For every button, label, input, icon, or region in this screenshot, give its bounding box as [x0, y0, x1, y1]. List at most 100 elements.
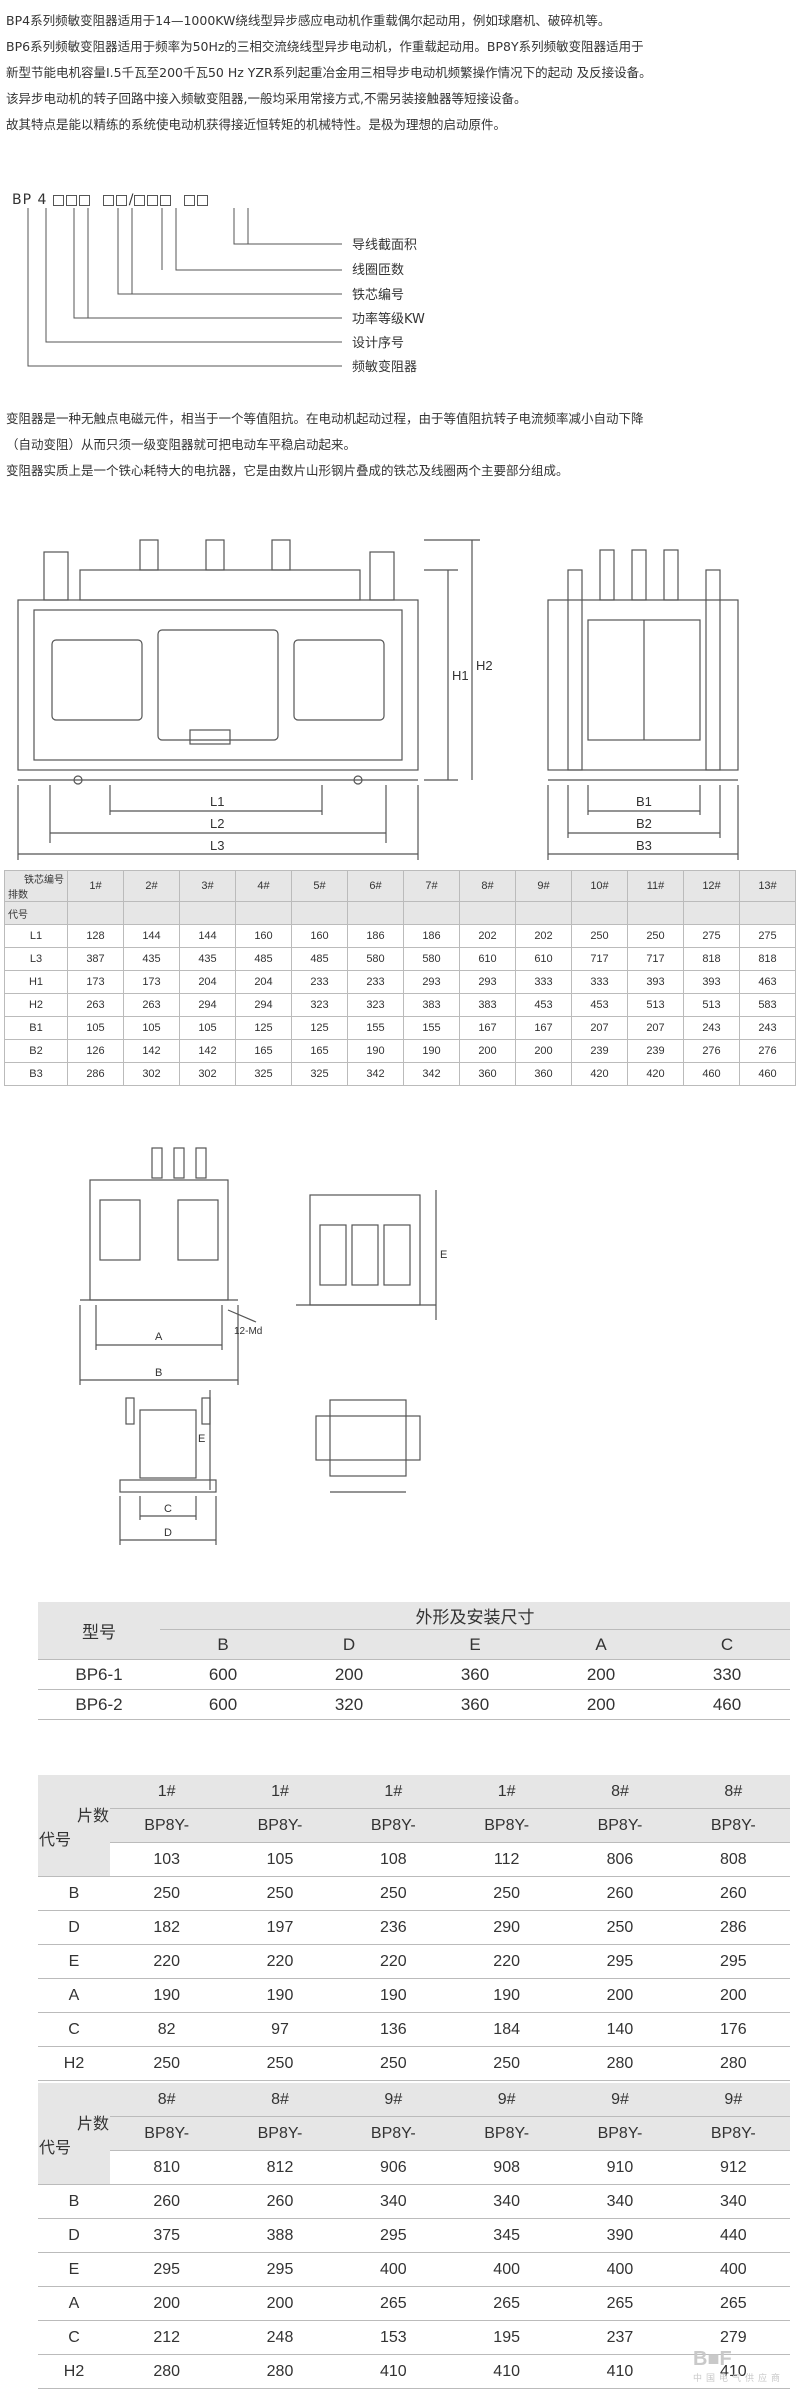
- table-cell: 220: [266, 1952, 294, 1970]
- model-suffix: 912: [719, 2158, 747, 2176]
- corner-top: 铁芯编号: [24, 875, 64, 886]
- table-corner-cell: 片数代号: [38, 2083, 110, 2185]
- description-line: 变阻器是一种无触点电磁元件，相当于一个等值阻抗。在电动机起动过程，由于等值阻抗转…: [6, 411, 644, 426]
- dim-label: H2: [476, 658, 493, 673]
- table-cell: 250: [379, 2054, 407, 2072]
- table-cell: 383: [459, 993, 516, 1017]
- column-header: 1#: [384, 1782, 403, 1800]
- corner-bottom: 代号: [4, 901, 68, 925]
- table-cell: 186: [403, 924, 460, 948]
- table-cell: 200: [459, 1039, 516, 1063]
- table-cell: 320: [334, 1694, 364, 1714]
- column-header: 8#: [611, 1782, 629, 1800]
- table-cell: 388: [266, 2226, 294, 2244]
- column-header: 1#: [67, 870, 124, 902]
- model-code-prefix: BP 4: [12, 192, 48, 208]
- watermark-logo: B■F 中国电气供应商: [693, 2348, 784, 2384]
- table-cell: 212: [153, 2328, 181, 2346]
- dim-label: L2: [210, 816, 224, 831]
- table-cell: 233: [291, 970, 348, 994]
- table-cell: 420: [571, 1062, 628, 1086]
- column-header: 8#: [724, 1782, 743, 1800]
- table-cell: 204: [235, 970, 292, 994]
- row-code: B: [68, 2192, 80, 2210]
- code-label: 设计序号: [352, 336, 405, 351]
- table-cell: 160: [235, 924, 292, 948]
- dim-label: B2: [636, 816, 652, 831]
- table-cell: 265: [606, 2294, 634, 2312]
- table-cell: 142: [123, 1039, 180, 1063]
- column-header: 2#: [123, 870, 180, 902]
- table-cell: 286: [719, 1918, 747, 1936]
- table-cell: 260: [153, 2192, 181, 2210]
- model-suffix: 810: [153, 2158, 181, 2176]
- column-header: 8#: [271, 2090, 289, 2108]
- table-cell: 393: [683, 970, 740, 994]
- table-cell: 610: [459, 947, 516, 971]
- table-cell: 600: [208, 1694, 238, 1714]
- model-prefix: BP8Y-: [144, 1816, 190, 1834]
- table-cell: 460: [739, 1062, 796, 1086]
- table-cell: 207: [627, 1016, 684, 1040]
- table-cell: 717: [627, 947, 684, 971]
- column-header: 3#: [179, 870, 236, 902]
- table-cell: 200: [586, 1664, 616, 1684]
- table-cell: 144: [123, 924, 180, 948]
- corner-top: 片数: [76, 2115, 109, 2133]
- table-cell: 204: [179, 970, 236, 994]
- table-cell: 420: [627, 1062, 684, 1086]
- table-cell: 250: [266, 2054, 294, 2072]
- model-prefix: BP8Y-: [370, 1816, 416, 1834]
- table-cell: 280: [719, 2054, 747, 2072]
- model-suffix: 808: [719, 1850, 747, 1868]
- bp4-dimension-table: 铁芯编号 排数 1# 2# 3# 4# 5# 6# 7# 8# 9# 10# 1…: [4, 870, 796, 1086]
- dim-label: L3: [210, 838, 224, 853]
- code-label: 导线截面积: [352, 238, 418, 253]
- table-cell: 190: [347, 1039, 404, 1063]
- table-cell: 126: [67, 1039, 124, 1063]
- table-cell: 323: [291, 993, 348, 1017]
- table-cell: 387: [67, 947, 124, 971]
- model-prefix: BP8Y-: [257, 1816, 303, 1834]
- table-corner-cell: 片数代号: [38, 1775, 110, 1877]
- table-cell: 400: [493, 2260, 520, 2278]
- column-header: B: [217, 1634, 229, 1654]
- watermark-text: B■F: [692, 2348, 732, 2370]
- column-header: 10#: [571, 870, 628, 902]
- model-code: BP 4 /: [12, 192, 210, 208]
- model-suffix: 906: [379, 2158, 407, 2176]
- code-label: 线圈匝数: [352, 263, 405, 278]
- table-cell: 260: [266, 2192, 294, 2210]
- table-cell: 260: [606, 1884, 634, 1902]
- column-header: C: [720, 1634, 734, 1654]
- column-header: 8#: [157, 2090, 176, 2108]
- table-cell: 182: [153, 1918, 181, 1936]
- model-suffix: 812: [266, 2158, 294, 2176]
- row-code: H2: [63, 2054, 85, 2072]
- model-prefix: BP8Y-: [484, 2124, 530, 2142]
- row-code: A: [68, 1986, 80, 2004]
- table-cell: 176: [719, 2020, 747, 2038]
- table-cell: 513: [627, 993, 684, 1017]
- column-header: 5#: [291, 870, 348, 902]
- table-cell: 460: [683, 1062, 740, 1086]
- table-cell: 202: [515, 924, 572, 948]
- corner-bottom: 代号: [39, 2139, 72, 2157]
- table-cell: 580: [347, 947, 404, 971]
- table-cell: 173: [123, 970, 180, 994]
- table-cell: 220: [379, 1952, 407, 1970]
- table-cell: 105: [179, 1016, 236, 1040]
- code-label: 铁芯编号: [352, 288, 405, 303]
- row-code: B3: [4, 1062, 68, 1086]
- row-code: H2: [4, 993, 68, 1017]
- column-header: 9#: [515, 870, 572, 902]
- table-cell: 410: [606, 2362, 634, 2380]
- row-code: C: [68, 2328, 80, 2346]
- table-cell: 340: [493, 2192, 520, 2210]
- table-cell: 345: [493, 2226, 520, 2244]
- intro-line: 该异步电动机的转子回路中接入频敏变阻器,一般均采用常接方式,不需另装接触器等短接…: [6, 91, 527, 106]
- table-cell: 513: [683, 993, 740, 1017]
